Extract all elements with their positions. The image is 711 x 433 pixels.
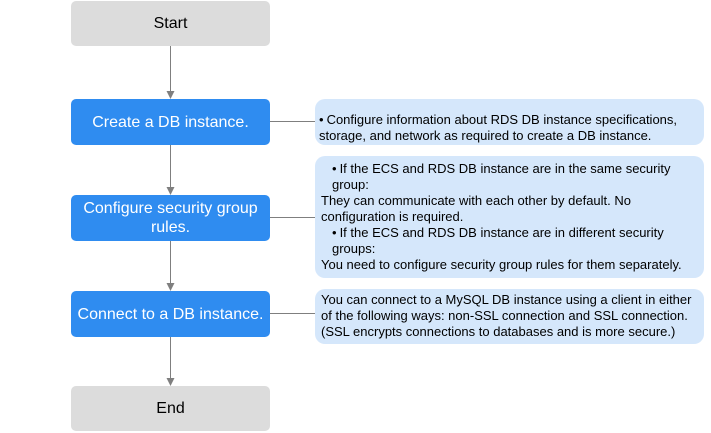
- start-label: Start: [153, 14, 188, 32]
- note-bullet-heading: If the ECS and RDS DB instance are in di…: [321, 225, 698, 257]
- note-bullet-heading: If the ECS and RDS DB instance are in th…: [321, 161, 698, 193]
- note-create-db-instance: Configure information about RDS DB insta…: [315, 99, 704, 145]
- step-create-db-instance: Create a DB instance.: [71, 99, 270, 145]
- start-node: Start: [71, 1, 270, 46]
- step-label: Create a DB instance.: [92, 113, 249, 131]
- note-security-group: If the ECS and RDS DB instance are in th…: [315, 156, 704, 278]
- step-connect-db-instance: Connect to a DB instance.: [71, 291, 270, 337]
- note-text: Configure information about RDS DB insta…: [319, 112, 698, 144]
- end-label: End: [156, 399, 185, 417]
- note-text: You need to configure security group rul…: [321, 257, 682, 272]
- end-node: End: [71, 386, 270, 431]
- note-text: You can connect to a MySQL DB instance u…: [321, 292, 692, 339]
- note-connect-db-instance: You can connect to a MySQL DB instance u…: [315, 289, 704, 344]
- note-text: They can communicate with each other by …: [321, 193, 631, 224]
- step-label: Configure security group rules.: [83, 200, 258, 236]
- step-configure-security-group: Configure security group rules.: [71, 195, 270, 241]
- step-label: Connect to a DB instance.: [77, 305, 264, 323]
